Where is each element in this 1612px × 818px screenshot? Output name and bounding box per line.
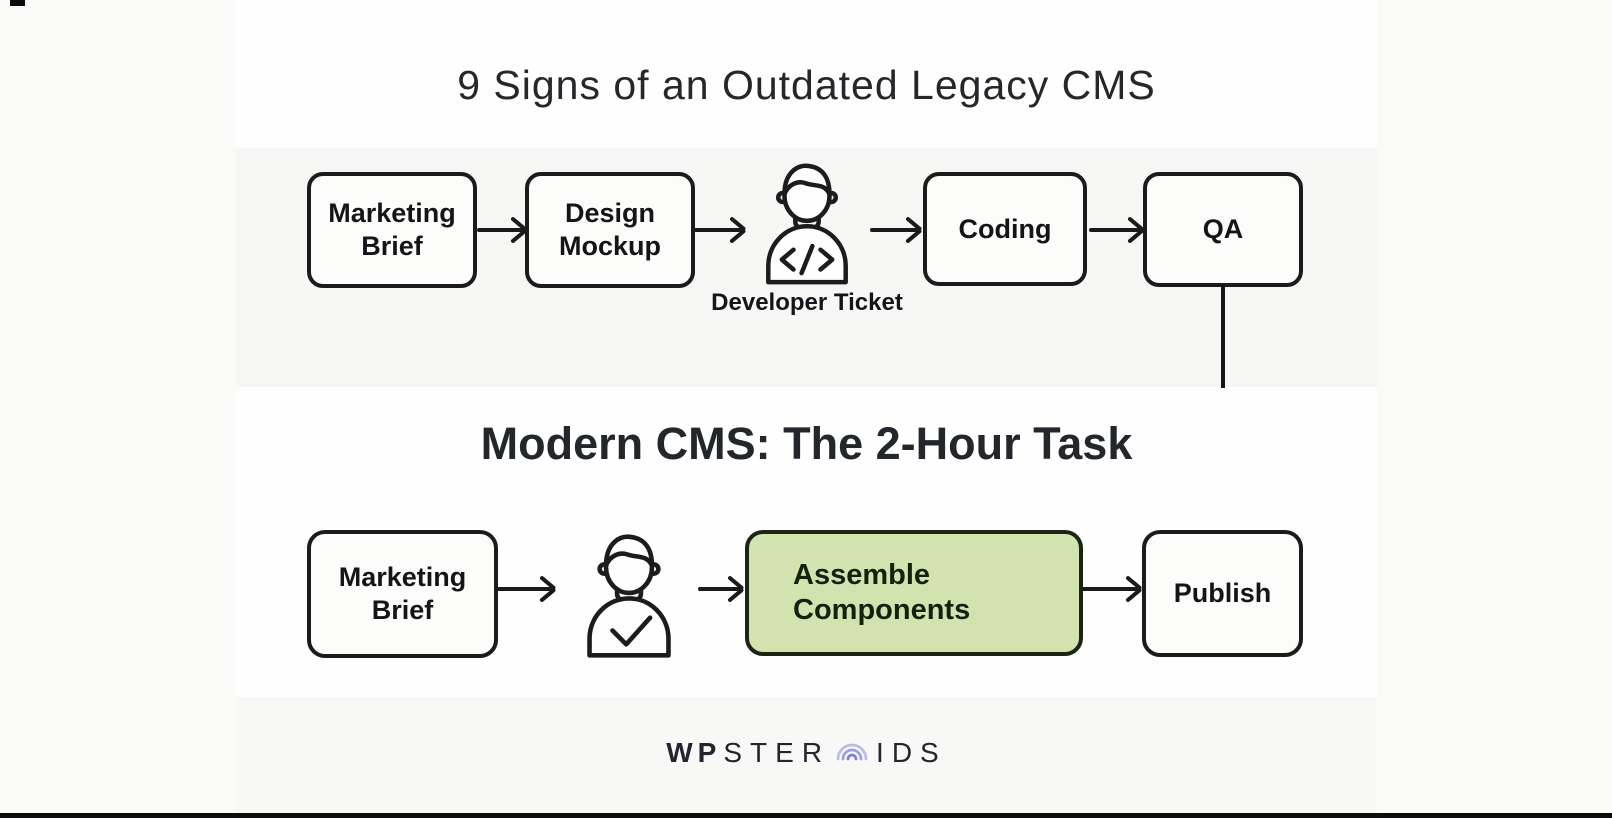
modern-title: Modern CMS: The 2-Hour Task: [480, 418, 1133, 469]
arrow-modern-1: [497, 587, 553, 591]
legacy-title: 9 Signs of an Outdated Legacy CMS: [457, 62, 1156, 108]
arrow-legacy-3: [870, 228, 919, 232]
qa-continuation-line: [1221, 285, 1225, 388]
arrow-legacy-4: [1089, 228, 1141, 232]
developer-ticket-caption: Developer Ticket: [711, 289, 903, 316]
logo-text-ster: STER: [723, 737, 831, 768]
arrow-legacy-1: [477, 228, 524, 232]
legacy-step-design-mockup: Design Mockup: [525, 172, 695, 288]
modern-step-publish: Publish: [1142, 530, 1303, 657]
arrow-modern-2: [698, 587, 741, 591]
figure-background-panel: [236, 0, 1377, 813]
legacy-step-label: Design Mockup: [558, 198, 661, 261]
legacy-step-label: QA: [1202, 214, 1244, 245]
footer-band: [236, 697, 1377, 813]
modern-step-label: Assemble Components: [793, 558, 971, 626]
approval-person-icon: [573, 525, 685, 659]
legacy-step-label: Coding: [958, 213, 1052, 244]
legacy-step-qa: QA: [1143, 172, 1303, 287]
arrow-modern-3: [1081, 587, 1139, 591]
arrow-legacy-2: [694, 228, 743, 232]
logo-text-ids: IDS: [876, 737, 947, 768]
legacy-step-label: Marketing Brief: [328, 198, 456, 261]
logo-arcs-o-icon: [836, 743, 868, 761]
modern-step-label: Marketing Brief: [338, 562, 467, 625]
bottom-edge-bar: [0, 813, 1612, 818]
corner-notch: [10, 0, 25, 6]
logo-text-wp: WP: [666, 737, 722, 768]
developer-person-icon: [753, 153, 861, 287]
modern-step-marketing-brief: Marketing Brief: [307, 530, 498, 658]
wpsteroids-logo: WP STER IDS: [236, 733, 1377, 773]
legacy-step-coding: Coding: [923, 172, 1087, 286]
modern-step-label: Publish: [1173, 578, 1272, 609]
modern-step-assemble-components: Assemble Components: [745, 530, 1083, 656]
legacy-step-marketing-brief: Marketing Brief: [307, 172, 477, 288]
